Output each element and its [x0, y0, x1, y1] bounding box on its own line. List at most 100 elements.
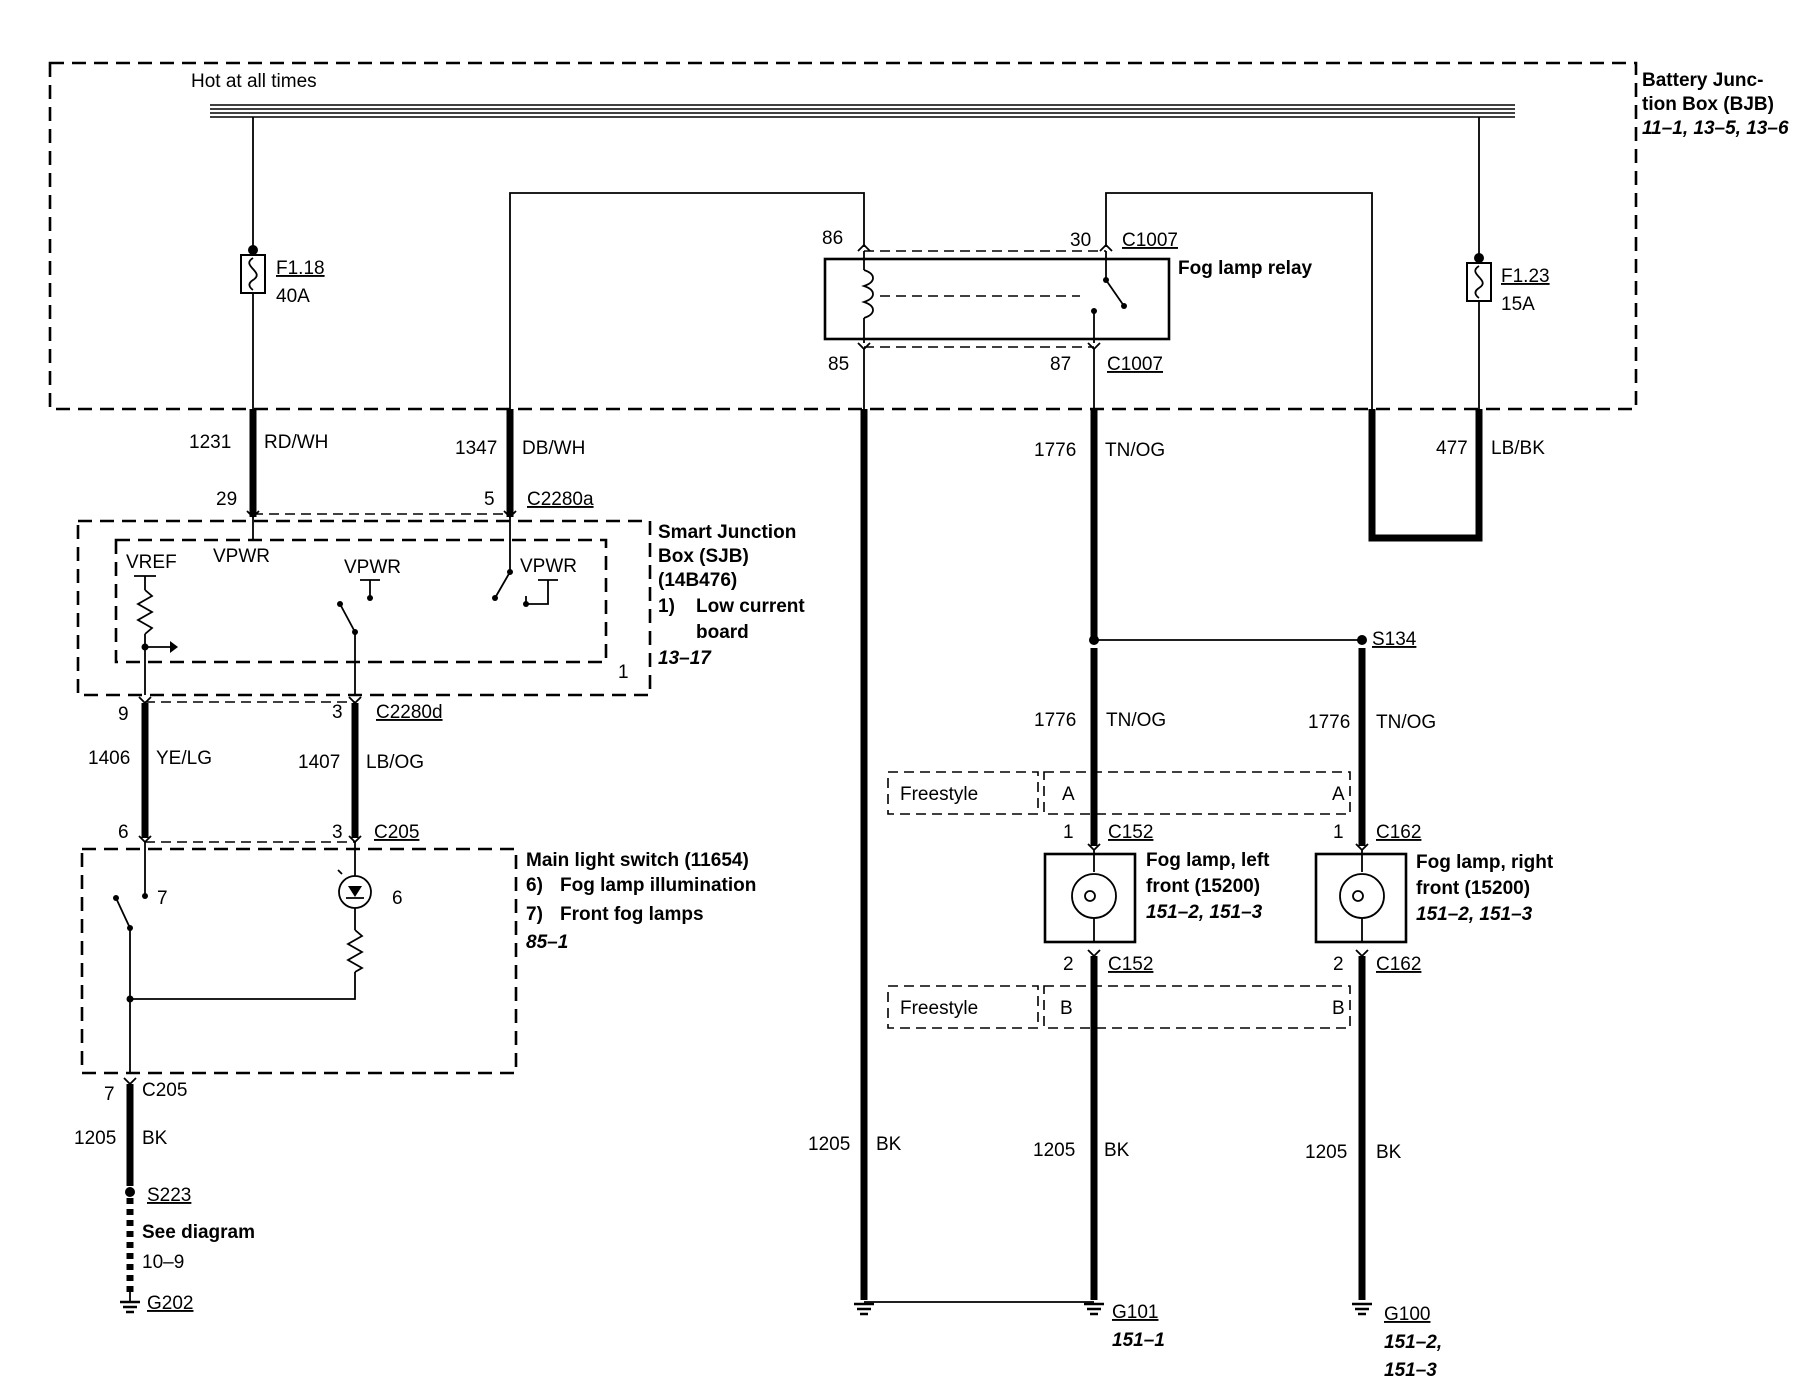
wire-1205-right-color: BK [1376, 1142, 1402, 1163]
bjb-title-line1: Battery Junc- [1642, 70, 1763, 91]
wire-1347-number: 1347 [455, 438, 497, 459]
lamp-right-pin-1: 1 [1333, 822, 1344, 843]
switch-item-6-text: Fog lamp illumination [560, 875, 756, 896]
splice-s134-dot [1357, 635, 1367, 645]
switch-item-6-marker: 6 [392, 888, 403, 909]
relay-switch-feed-wire [1105, 192, 1373, 409]
sjb-note-line2: board [696, 622, 749, 643]
wire-1205-left-number: 1205 [1033, 1140, 1075, 1161]
relay-title: Fog lamp relay [1178, 258, 1313, 279]
switch-connector-top: C205 [374, 822, 419, 843]
relay-connector-bottom: C1007 [1107, 354, 1163, 375]
bjb-refs: 11–1, 13–5, 13–6 [1642, 118, 1789, 139]
fuse-f1-23-name: F1.23 [1501, 266, 1550, 287]
lamp-left-refs: 151–2, 151–3 [1146, 902, 1263, 923]
sjb-note-number: 1) [658, 596, 675, 617]
switch-item-7-marker: 7 [157, 888, 168, 909]
sjb-pin-29: 29 [216, 489, 237, 510]
wire-1776-main-number: 1776 [1034, 440, 1076, 461]
relay-pin-86: 86 [822, 228, 843, 249]
relay-coil-feed-wire [509, 192, 865, 409]
wire-1406-number: 1406 [88, 748, 130, 769]
see-diagram-label: See diagram [142, 1222, 255, 1243]
wire-477-number: 477 [1436, 438, 1468, 459]
relay-connector-top: C1007 [1122, 230, 1178, 251]
ground-g202-label: G202 [147, 1293, 193, 1314]
sjb-pin-9: 9 [118, 704, 129, 725]
sjb-vref-label: VREF [126, 552, 177, 573]
sjb-vpwr-label-1: VPWR [213, 546, 270, 567]
battery-junction-box: Hot at all times Battery Junc- tion Box … [48, 61, 1789, 411]
switch-pin-3: 3 [332, 822, 343, 843]
fog-lamp-relay: 86 30 C1007 Fog lamp relay 85 87 C1007 [822, 228, 1313, 409]
ground-g100-ref2: 151–3 [1384, 1360, 1437, 1381]
freestyle-label-b: Freestyle [900, 998, 978, 1019]
see-diagram-ref: 10–9 [142, 1252, 184, 1273]
switch-item-7-number: 7) [526, 904, 543, 925]
lamp-left-title-line2: front (15200) [1146, 876, 1260, 897]
lamp-left-title-line1: Fog lamp, left [1146, 850, 1270, 871]
fog-lamp-right: 1 C162 2 C162 Fog lamp, right front (152… [1314, 822, 1554, 975]
freestyle-b-left: B [1060, 998, 1073, 1019]
relay-pin-30: 30 [1070, 230, 1091, 251]
relay-pin-87: 87 [1050, 354, 1071, 375]
sjb-note-line1: Low current [696, 596, 805, 617]
fuse-f1-18-rating: 40A [276, 286, 310, 307]
freestyle-b-right: B [1332, 998, 1345, 1019]
ground-g100-label: G100 [1384, 1304, 1430, 1325]
sjb-connector-d: C2280d [376, 702, 443, 723]
switch-item-6-number: 6) [526, 875, 543, 896]
wire-1776-left-number: 1776 [1034, 710, 1076, 731]
fuse-f1-23-rating: 15A [1501, 294, 1535, 315]
splice-s223-label: S223 [147, 1185, 191, 1206]
ground-g100-ref1: 151–2, [1384, 1332, 1442, 1353]
lamp-left-connector-bottom: C152 [1108, 954, 1153, 975]
wire-1205-relay-color: BK [876, 1134, 902, 1155]
switch-title: Main light switch (11654) [526, 850, 749, 871]
hot-busbar [210, 104, 1515, 118]
wire-1205-left-color: BK [1104, 1140, 1130, 1161]
wire-1205-switch-color: BK [142, 1128, 168, 1149]
ground-g202-icon [120, 1292, 140, 1314]
switch-connector-bottom: C205 [142, 1080, 187, 1101]
fog-lamp-left: 1 C152 2 C152 Fog lamp, left front (1520… [1043, 822, 1270, 975]
lamp-right-connector-top: C162 [1376, 822, 1421, 843]
sjb-connector-a: C2280a [527, 489, 594, 510]
sjb-board-marker: 1 [618, 662, 629, 683]
switch-pin-6: 6 [118, 822, 129, 843]
lamp-right-connector-bottom: C162 [1376, 954, 1421, 975]
sjb-title-line1: Smart Junction [658, 522, 796, 543]
freestyle-label-a: Freestyle [900, 784, 978, 805]
lamp-right-title-line1: Fog lamp, right [1416, 852, 1554, 873]
sjb-title-line3: (14B476) [658, 570, 737, 591]
sjb-vpwr-label-2: VPWR [344, 557, 401, 578]
wire-1205-switch-number: 1205 [74, 1128, 116, 1149]
fuse-f1-18-name: F1.18 [276, 258, 325, 279]
wire-1407-color: LB/OG [366, 752, 424, 773]
lamp-left-connector-top: C152 [1108, 822, 1153, 843]
sjb-pin-3: 3 [332, 702, 343, 723]
splice-s134-label: S134 [1372, 629, 1417, 650]
wire-1776-left-color: TN/OG [1106, 710, 1166, 731]
ground-g100-icon [1352, 1302, 1372, 1316]
lamp-left-pin-2: 2 [1063, 954, 1074, 975]
wire-1205-right-number: 1205 [1305, 1142, 1347, 1163]
switch-item-7-text: Front fog lamps [560, 904, 704, 925]
lamp-right-title-line2: front (15200) [1416, 878, 1530, 899]
wire-477-loop [1368, 409, 1483, 542]
freestyle-a-right: A [1332, 784, 1345, 805]
ground-g101-icon [1084, 1302, 1104, 1316]
sjb-title-line2: Box (SJB) [658, 546, 749, 567]
splice-s223-dot [125, 1187, 135, 1197]
sjb-pin-5: 5 [484, 489, 495, 510]
lamp-left-pin-1: 1 [1063, 822, 1074, 843]
bjb-title-line2: tion Box (BJB) [1642, 94, 1774, 115]
wire-1776-main-color: TN/OG [1105, 440, 1165, 461]
switch-pin-7: 7 [104, 1084, 115, 1105]
fuse-f1-23: F1.23 15A [1466, 117, 1550, 409]
relay-pin-85: 85 [828, 354, 849, 375]
wire-1776-right-color: TN/OG [1376, 712, 1436, 733]
switch-refs: 85–1 [526, 932, 568, 953]
ground-g101-label: G101 [1112, 1302, 1158, 1323]
